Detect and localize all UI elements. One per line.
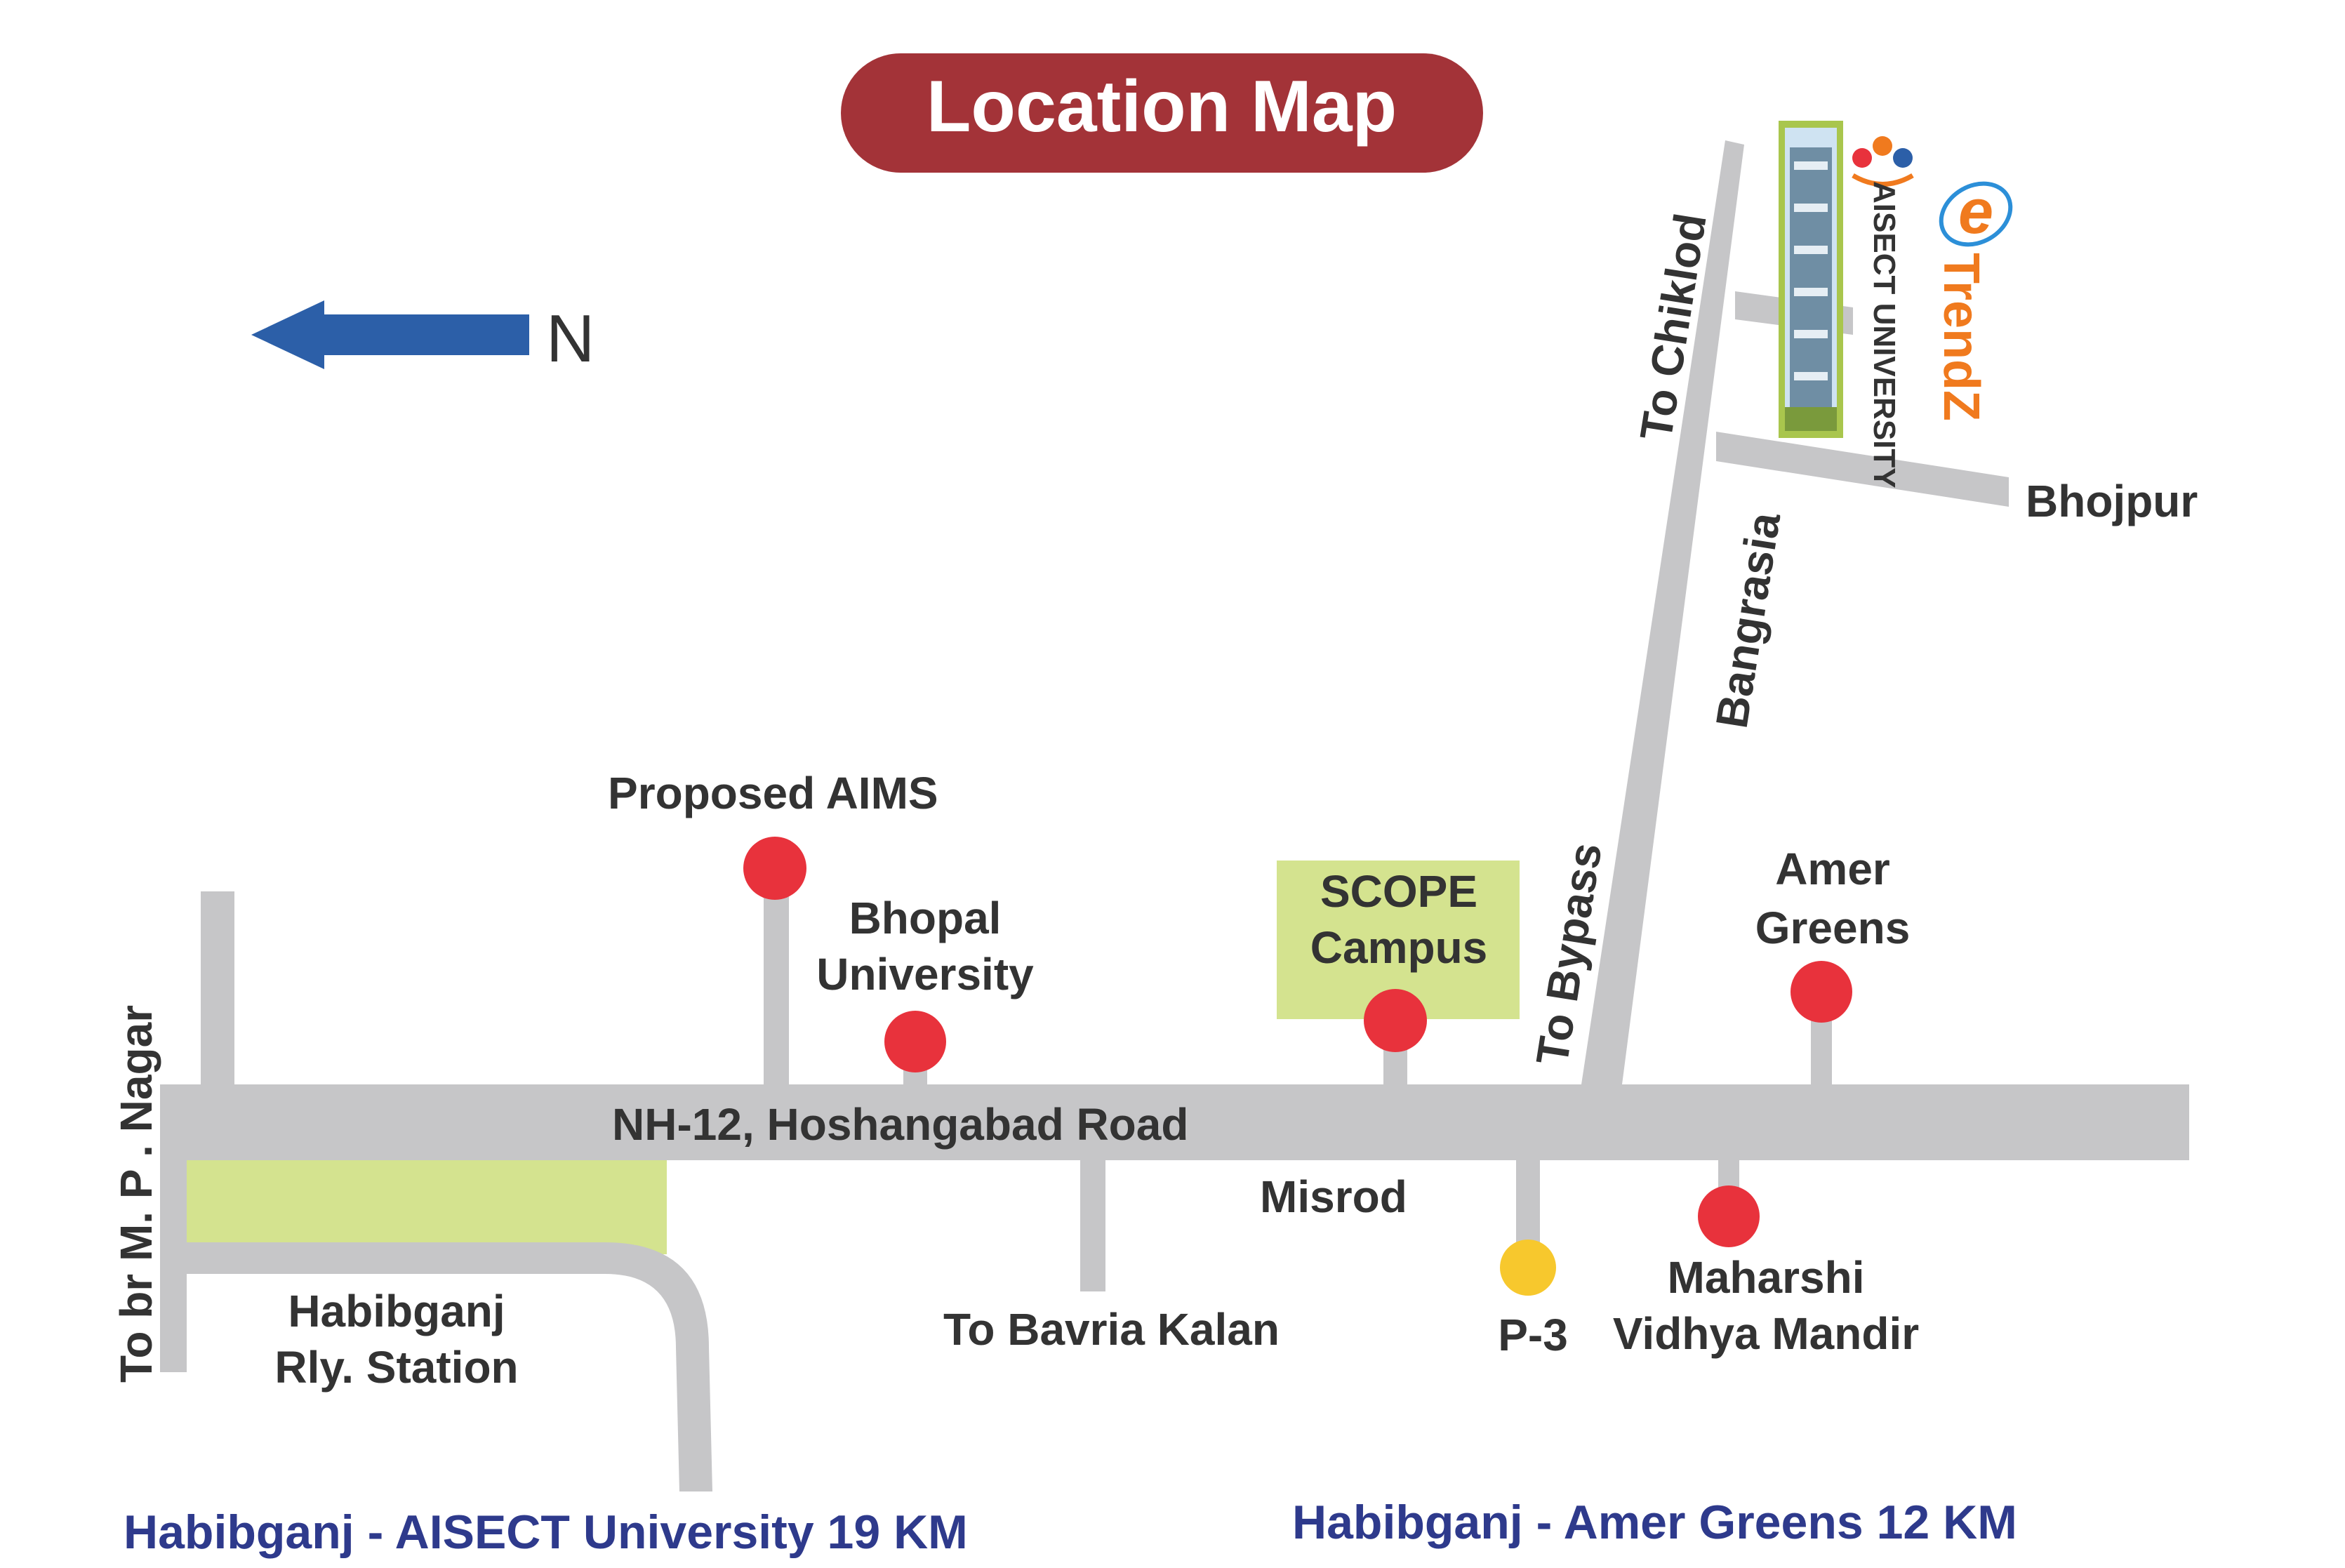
habibganj-area bbox=[185, 1160, 667, 1254]
aisect-logo-icon bbox=[1852, 136, 1914, 187]
place-label-scope-2: Campus bbox=[1310, 922, 1488, 973]
place-label-bhopal-university-1: Bhopal bbox=[849, 893, 1002, 943]
road-network bbox=[160, 140, 2189, 1491]
place-label-amer-2: Greens bbox=[1755, 903, 1911, 953]
pin-amer-greens bbox=[1791, 961, 1852, 1023]
road-label-mp-nagar: To br M. P . Nagar bbox=[111, 1005, 161, 1383]
pin-p3 bbox=[1500, 1240, 1556, 1296]
nh12-road bbox=[160, 1084, 2189, 1160]
bhojpur-road bbox=[1716, 432, 2009, 507]
pin-proposed-aims bbox=[743, 837, 806, 900]
road-label-nh12: NH-12, Hoshangabad Road bbox=[612, 1099, 1188, 1150]
pin-bhopal-university bbox=[884, 1011, 946, 1072]
place-label-maharshi-1: Maharshi bbox=[1668, 1252, 1865, 1303]
north-spur-road bbox=[201, 891, 234, 1088]
place-label-habibganj-1: Habibganj bbox=[288, 1286, 505, 1336]
north-arrow-icon bbox=[251, 300, 529, 369]
distance-note-amer: Habibganj - Amer Greens 12 KM bbox=[1292, 1496, 2017, 1549]
aisect-university-logo-text: AISECT UNIVERSITY bbox=[1867, 181, 1901, 489]
map-title: Location Map bbox=[926, 66, 1397, 147]
road-label-bavria: To Bavria Kalan bbox=[943, 1304, 1280, 1355]
place-label-amer-1: Amer bbox=[1775, 844, 1890, 894]
station-road bbox=[184, 1242, 712, 1491]
north-label: N bbox=[546, 301, 594, 376]
place-label-proposed-aims: Proposed AIMS bbox=[608, 768, 938, 818]
pin-maharshi-vidhya-mandir bbox=[1698, 1185, 1760, 1247]
place-label-scope-1: SCOPE bbox=[1320, 866, 1477, 917]
place-label-bhopal-university-2: University bbox=[816, 949, 1034, 999]
place-label-p3: P-3 bbox=[1498, 1310, 1568, 1360]
place-label-habibganj-2: Rly. Station bbox=[274, 1342, 518, 1393]
road-label-misrod: Misrod bbox=[1260, 1171, 1407, 1222]
trendz-e-letter: e bbox=[1958, 177, 1993, 247]
road-label-bangrasia: Bangrasia bbox=[1706, 509, 1791, 731]
title-banner bbox=[841, 53, 1483, 173]
trendz-logo-text: TrendZ bbox=[1933, 253, 1989, 421]
pin-scope-campus bbox=[1364, 989, 1427, 1052]
campus-building-image bbox=[1779, 121, 1843, 438]
place-label-maharshi-2: Vidhya Mandir bbox=[1613, 1308, 1919, 1359]
mp-nagar-road bbox=[160, 1084, 187, 1372]
bavria-road bbox=[1080, 1158, 1105, 1291]
bypass-road bbox=[1581, 140, 1744, 1084]
amer-spur bbox=[1811, 1011, 1832, 1088]
p3-road bbox=[1516, 1158, 1540, 1242]
trendz-logo-icon: e bbox=[1939, 177, 2013, 247]
road-label-bhojpur: Bhojpur bbox=[2026, 476, 2198, 526]
distance-note-aisect: Habibganj - AISECT University 19 KM bbox=[124, 1506, 968, 1559]
aims-spur-road bbox=[764, 891, 789, 1088]
